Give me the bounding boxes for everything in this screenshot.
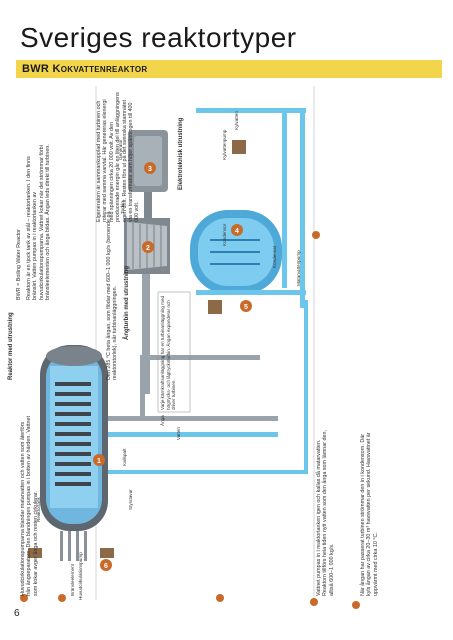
label-kallspalt: Kallspalt — [122, 448, 127, 466]
label-reaktortank: Reaktortank — [36, 497, 41, 522]
reactor-label: BWR = Boiling Water Reactor — [16, 229, 22, 300]
label-kylvatten: Kylvatten — [234, 111, 239, 130]
marker-3: 3 — [148, 166, 152, 173]
reactor-text: Reaktorn är en tjock tank av stål – reak… — [26, 144, 52, 300]
generator — [128, 130, 168, 218]
label-styrstavar: Styrstavar — [128, 489, 133, 510]
page-title: Sveriges reaktortyper — [20, 22, 297, 53]
marker-5: 5 — [244, 304, 248, 311]
info-box-text: Varje kärnkraftsanläggning har en turbin… — [160, 295, 177, 410]
label-kylvattenpump: Kylvattenpump — [222, 129, 227, 160]
label-bransle: Bränsle­element — [70, 564, 75, 596]
marker-4: 4 — [235, 228, 239, 235]
reactor-vessel — [40, 345, 108, 531]
label-huvudcirk: Huvudcirkulationspump — [78, 552, 83, 600]
step-markers — [93, 162, 252, 571]
marker-1: 1 — [97, 458, 101, 465]
label-kondensat: Kondensat — [272, 246, 277, 268]
marker-2: 2 — [146, 245, 150, 252]
label-vatten: Vatten — [176, 427, 181, 440]
marker-6: 6 — [104, 563, 108, 570]
label-matarvattenpump: Matarvattenpump — [296, 250, 301, 286]
page-subtitle: BWR Kokvattenreaktor — [22, 63, 148, 75]
label-generator: Generator — [118, 139, 123, 160]
generator-heading: Elektroteknisk utrustning — [178, 117, 184, 190]
step5-text: När ångan har passerat turbinen strömmar… — [360, 432, 379, 596]
label-turbin: Turbin — [120, 201, 125, 214]
page-number: 6 — [14, 608, 20, 619]
reactor-heading: Reaktor med utrustning — [8, 312, 14, 380]
step4-text: Vattnet pumpas in i reaktortanken igen o… — [316, 429, 335, 596]
subtitle-bar — [16, 60, 442, 78]
step2-text: Den 285 °C heta ångan, som flödar med 60… — [106, 211, 119, 380]
condenser — [190, 210, 282, 294]
label-kondensor: Kondensor — [222, 223, 227, 246]
